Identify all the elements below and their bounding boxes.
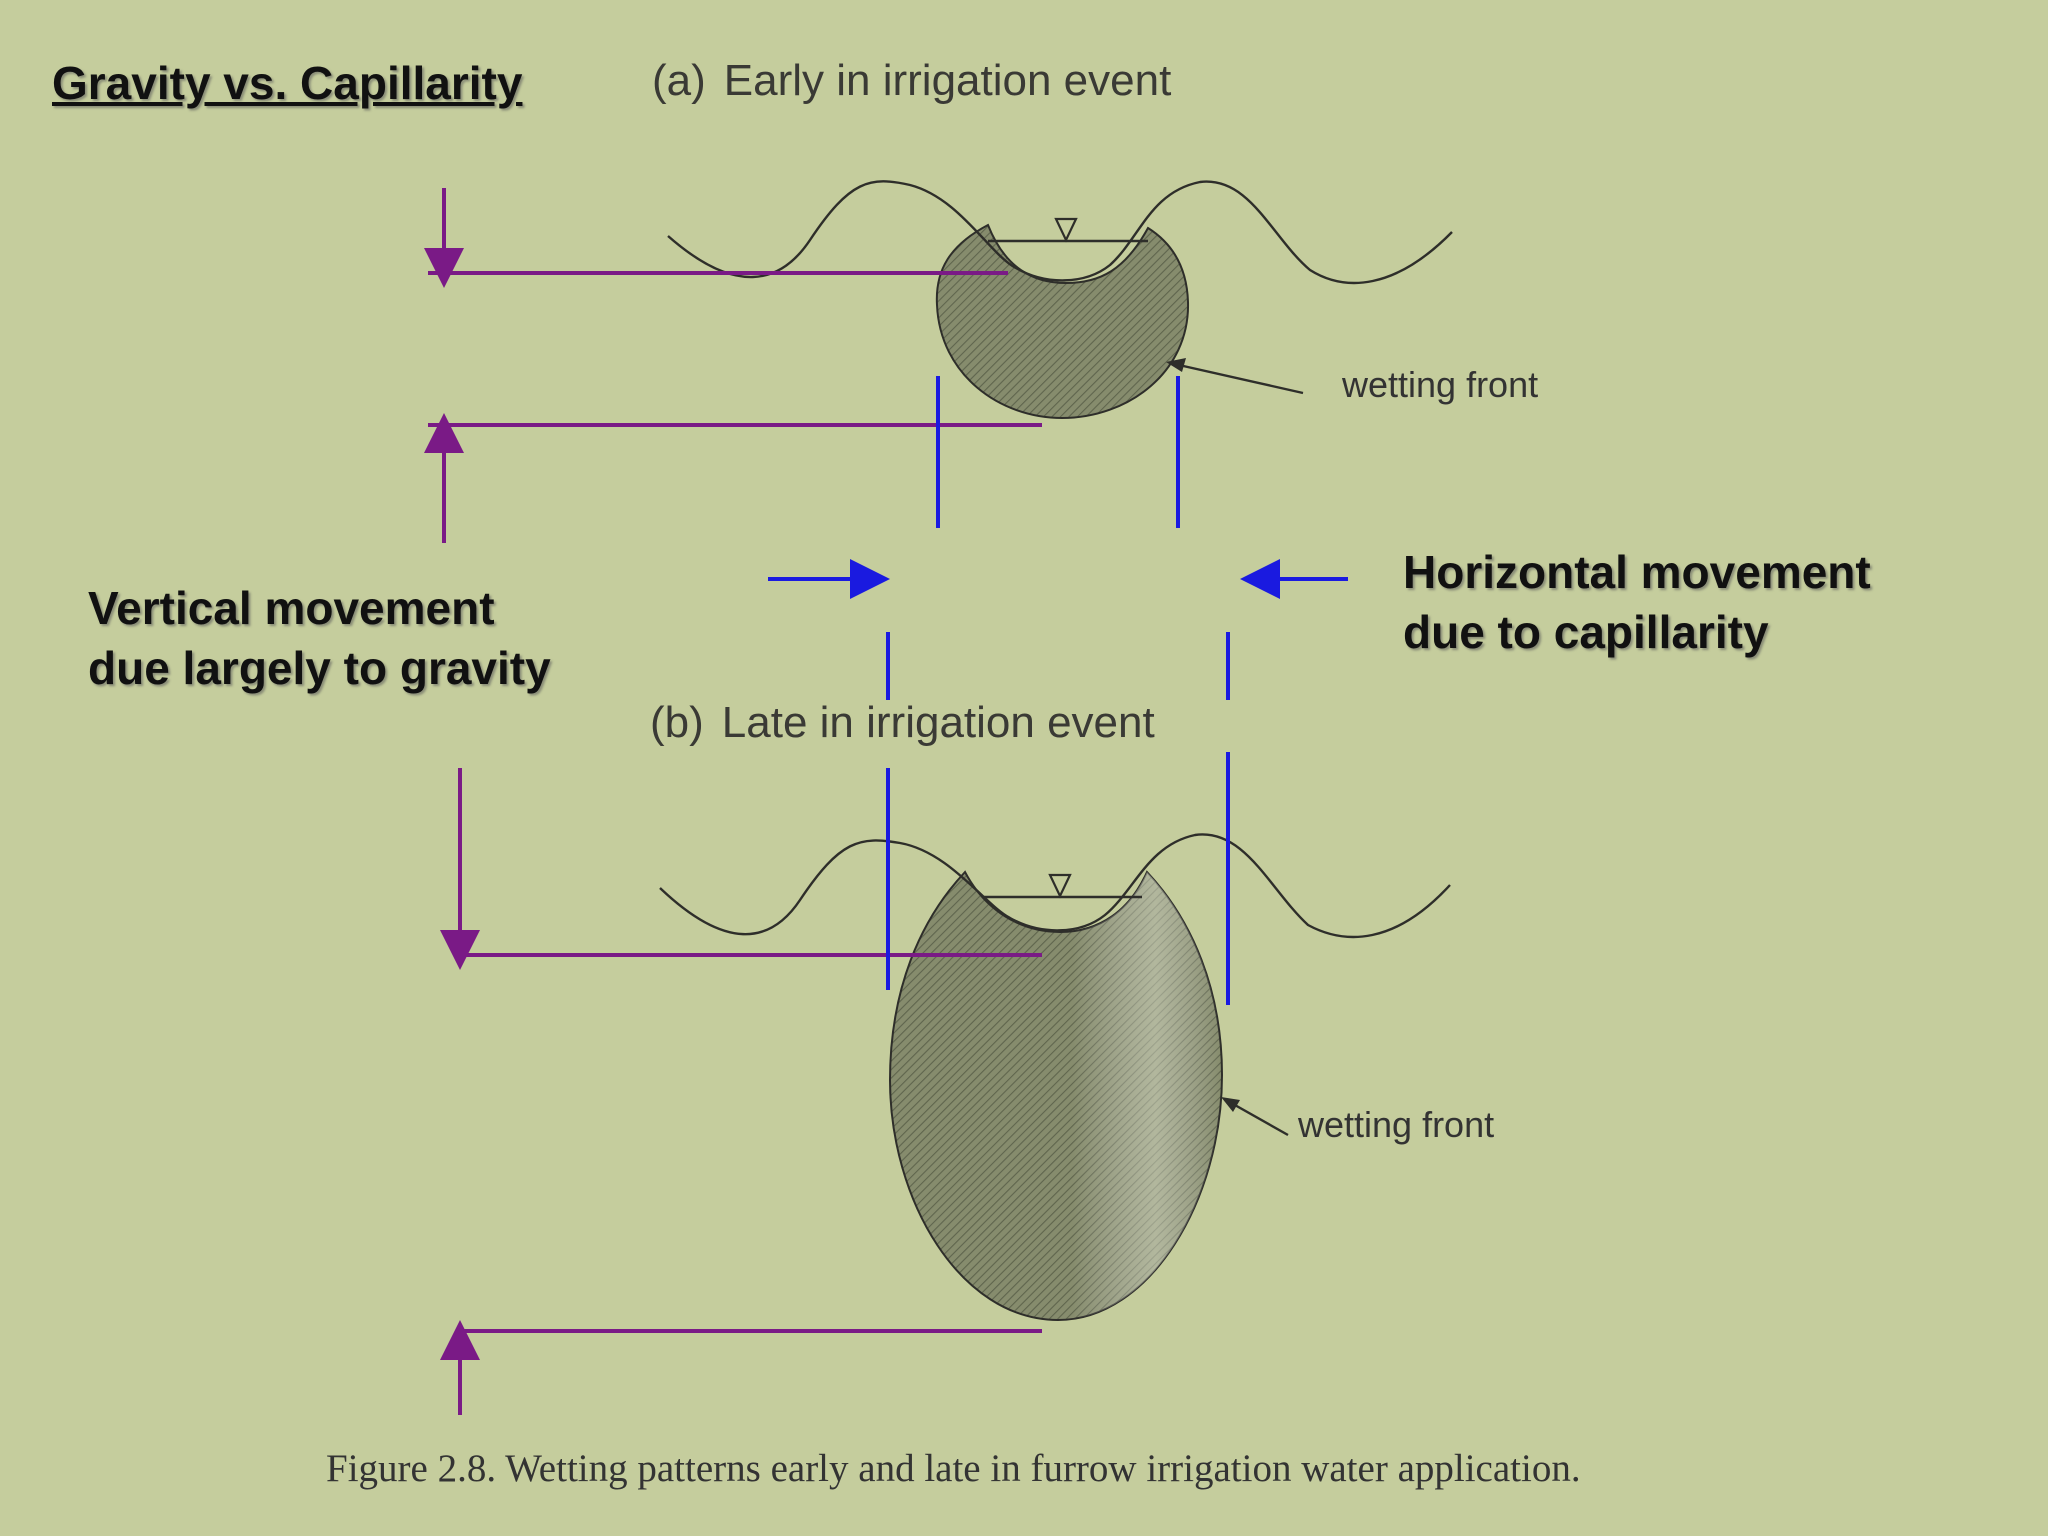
- panel-b-heading: (b) Late in irrigation event: [650, 698, 1155, 748]
- figure-caption: Figure 2.8. Wetting patterns early and l…: [326, 1447, 1581, 1490]
- soil-surface-profile-late: [659, 833, 1451, 939]
- horizontal-note-line-1: Horizontal movement: [1403, 546, 1871, 598]
- vertical-extent-annotations: [424, 188, 1042, 1415]
- slide-title: Gravity vs. Capillarity: [52, 57, 523, 109]
- soil-surface-profile-early: [667, 180, 1453, 285]
- panel-b-diagram: [659, 833, 1451, 1322]
- wetting-front-arrow-early: [1169, 361, 1304, 395]
- panel-a-tag: (a): [652, 56, 706, 105]
- wetted-bulb-late-shine: [890, 872, 1222, 1320]
- horizontal-movement-note: Horizontal movement due to capillarity: [1403, 542, 1871, 662]
- vertical-movement-note: Vertical movement due largely to gravity: [88, 578, 551, 698]
- vertical-note-line-2: due largely to gravity: [88, 642, 551, 694]
- wetted-bulb-early: [935, 223, 1190, 420]
- panel-b-tag: (b): [650, 698, 704, 747]
- panel-a-diagram: [667, 180, 1453, 420]
- wetting-front-arrowhead-late: [1221, 1097, 1240, 1112]
- horizontal-note-line-2: due to capillarity: [1403, 606, 1769, 658]
- panel-a-heading: (a) Early in irrigation event: [652, 56, 1171, 106]
- water-surface-triangle-icon: [1054, 217, 1078, 243]
- water-surface-triangle-icon: [1048, 873, 1072, 899]
- wetting-front-label-early: wetting front: [1342, 364, 1539, 405]
- vertical-note-line-1: Vertical movement: [88, 582, 495, 634]
- panel-a-label: Early in irrigation event: [723, 56, 1172, 105]
- horizontal-extent-annotations: [768, 376, 1348, 1005]
- wetting-front-label-late: wetting front: [1298, 1104, 1495, 1145]
- panel-b-label: Late in irrigation event: [721, 698, 1155, 747]
- wetting-front-arrowhead-early: [1166, 358, 1186, 372]
